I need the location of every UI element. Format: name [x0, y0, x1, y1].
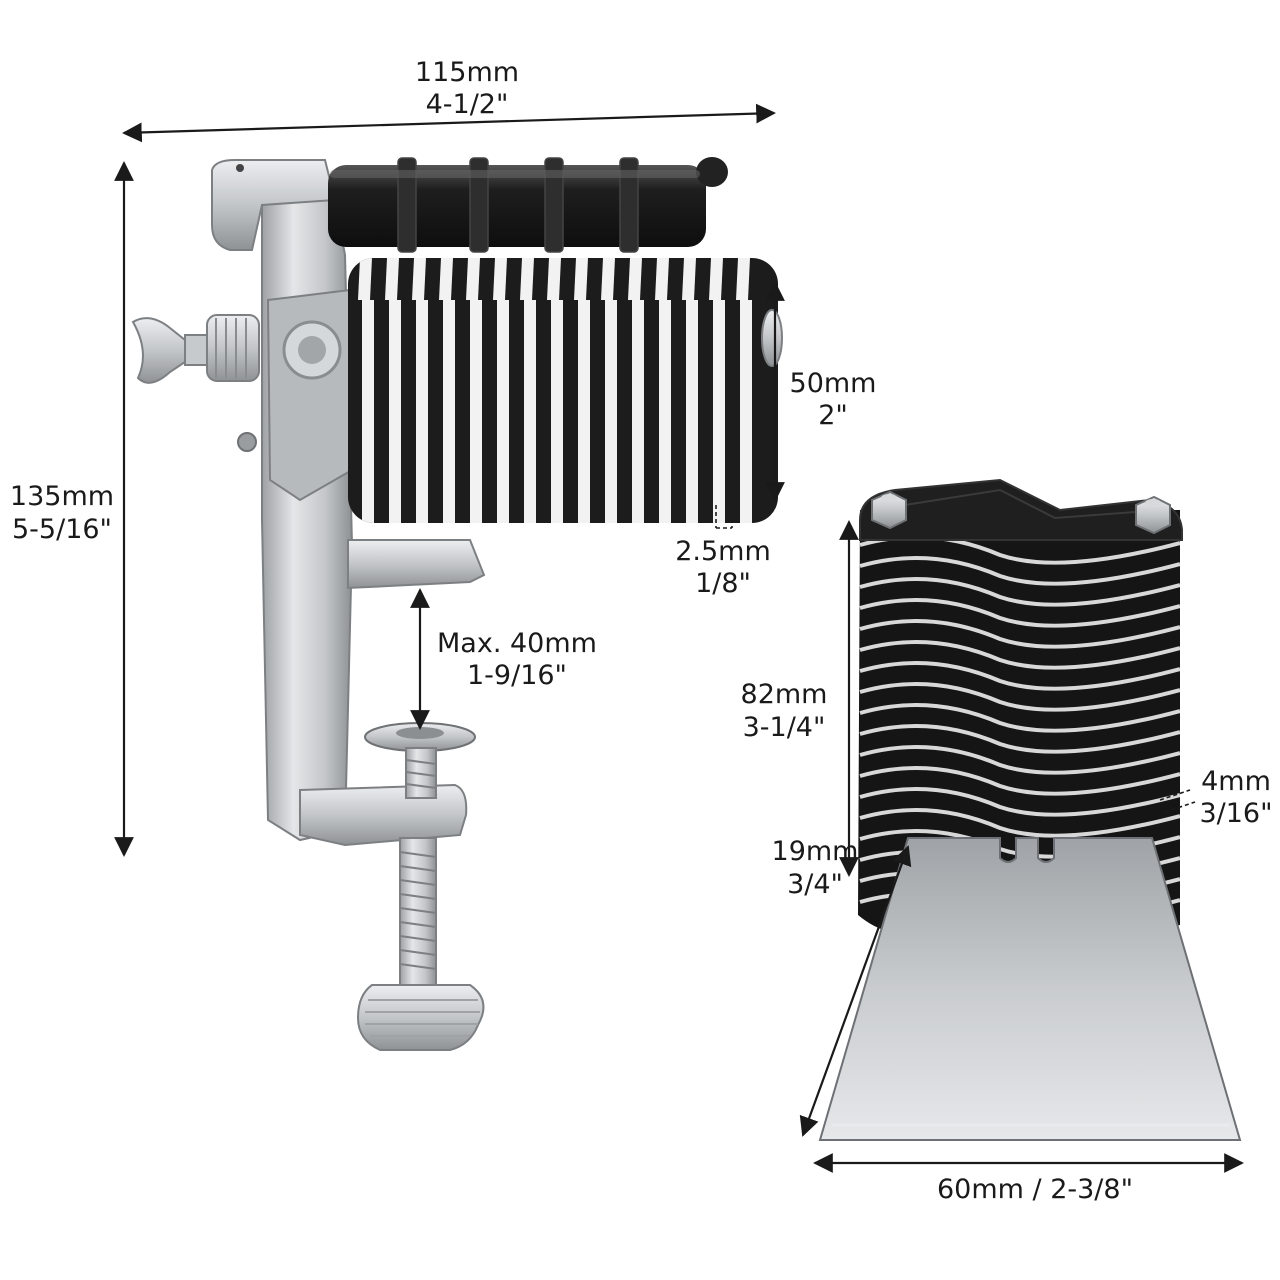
guide-stripe: [859, 808, 1180, 838]
roller-stripe: [709, 258, 725, 523]
roller-gap-marker: [715, 505, 733, 529]
blade-width-label: 60mm / 2-3/8": [937, 1174, 1133, 1205]
roller-stripe: [412, 258, 428, 523]
blade-height-imperial-label: 3/4": [787, 869, 843, 900]
blade-height-dimension-line: [799, 845, 912, 1137]
guide-gap-imperial-label: 3/16": [1199, 798, 1272, 829]
guide-stripe: [859, 556, 1180, 586]
roller-stripe: [547, 258, 563, 523]
dimension-lines: [114, 103, 1244, 1173]
roller-stripe: [628, 258, 644, 523]
roller-stripe: [601, 258, 617, 523]
guide-gap-marker: [1159, 789, 1196, 813]
roller-stripe: [466, 258, 482, 523]
width-dimension-line: [122, 103, 776, 143]
guide-gap-metric-label: 4mm: [1201, 766, 1271, 797]
roller-gap-metric-label: 2.5mm: [675, 536, 771, 567]
guide-stripe: [859, 640, 1180, 670]
wing-nut-icon: [131, 314, 260, 384]
roller-stripe: [682, 258, 698, 523]
roller-gap-imperial-label: 1/8": [695, 568, 751, 599]
guide-stripe: [859, 661, 1180, 691]
width-imperial-label: 4-1/2": [426, 89, 509, 120]
guide-stripe: [859, 787, 1180, 817]
guide-stripe: [859, 577, 1180, 607]
guide-stripe: [859, 724, 1180, 754]
guide-stripe: [859, 682, 1180, 712]
roller-stripe: [358, 258, 374, 523]
guide-stripe: [859, 766, 1180, 796]
ribbed-handle-icon: [328, 157, 728, 253]
roller-stripe: [574, 258, 590, 523]
dimension-labels: 115mm 4-1/2" 135mm 5-5/16" 50mm 2" 2.5mm…: [10, 57, 1273, 1205]
roller-stripe: [520, 258, 536, 523]
guide-stripe: [859, 619, 1180, 649]
guide-height-metric-label: 82mm: [741, 679, 828, 710]
clamp-opening-imperial-label: 1-9/16": [467, 660, 567, 691]
width-metric-label: 115mm: [415, 57, 519, 88]
table-clamp-icon: [211, 159, 486, 847]
height-metric-label: 135mm: [10, 481, 114, 512]
guide-stripe: [859, 745, 1180, 775]
guide-height-imperial-label: 3-1/4": [743, 712, 826, 743]
clamp-opening-metric-label: Max. 40mm: [437, 628, 597, 659]
guide-stripe: [859, 703, 1180, 733]
guide-stripe: [859, 598, 1180, 628]
roller-stripe: [493, 258, 509, 523]
blade-height-metric-label: 19mm: [772, 836, 859, 867]
striped-guide-block-icon: [858, 478, 1183, 934]
striped-roller-icon: [348, 258, 783, 523]
roller-stripe: [385, 258, 401, 523]
roller-stripe: [439, 258, 455, 523]
roller-stripe: [655, 258, 671, 523]
clamp-screw-icon: [356, 722, 485, 1051]
height-imperial-label: 5-5/16": [12, 514, 112, 545]
roller-height-metric-label: 50mm: [790, 368, 877, 399]
roller-stripe: [736, 258, 752, 523]
roller-height-imperial-label: 2": [818, 400, 848, 431]
